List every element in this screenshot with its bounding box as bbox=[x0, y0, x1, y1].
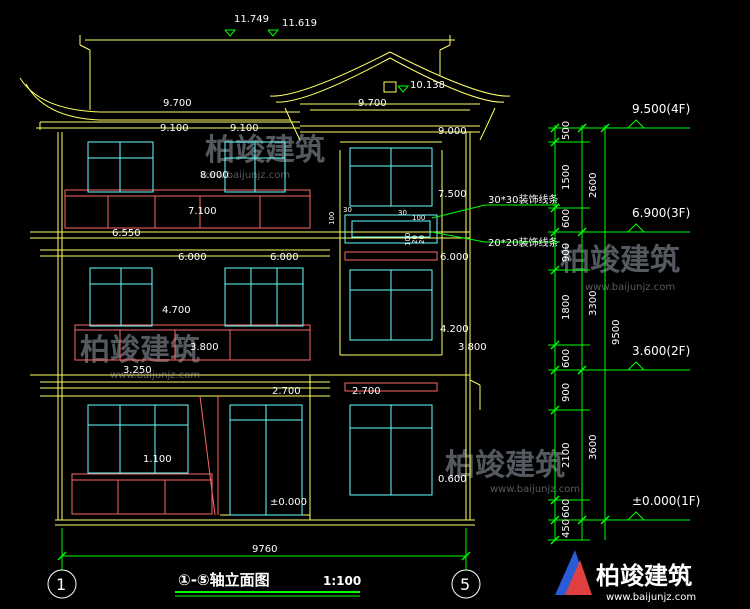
railings bbox=[64, 189, 438, 516]
svg-text:柏竣建筑: 柏竣建筑 bbox=[80, 333, 200, 368]
grid-bubble-5: 5 bbox=[451, 569, 481, 599]
svg-text:www.baijunjz.com: www.baijunjz.com bbox=[490, 484, 580, 495]
level-0600: 0.600 bbox=[438, 474, 467, 485]
svg-text:100: 100 bbox=[404, 233, 412, 246]
brand-logo: 柏竣建筑 www.baijunjz.com bbox=[555, 550, 696, 603]
svg-text:2100: 2100 bbox=[561, 443, 572, 468]
svg-text:柏竣建筑: 柏竣建筑 bbox=[445, 448, 565, 483]
vertical-dimension-labels: 500 1500 600 900 1800 600 900 2100 600 4… bbox=[561, 121, 622, 538]
drawing-title: ①-⑤轴立面图 1:100 bbox=[175, 571, 361, 597]
svg-text:600: 600 bbox=[561, 209, 572, 228]
level-4200: 4.200 bbox=[440, 324, 469, 335]
svg-text:900: 900 bbox=[561, 383, 572, 402]
svg-text:100: 100 bbox=[328, 212, 336, 225]
svg-text:900: 900 bbox=[561, 243, 572, 262]
svg-text:30: 30 bbox=[343, 206, 352, 214]
svg-text:1800: 1800 bbox=[561, 295, 572, 320]
total-width: 9760 bbox=[252, 544, 277, 555]
level-3250: 3.250 bbox=[123, 365, 152, 376]
level-10138: 10.138 bbox=[410, 80, 445, 91]
level-6550: 6.550 bbox=[112, 228, 141, 239]
windows bbox=[87, 141, 438, 516]
callout-trim-20: 20*20装饰线条 bbox=[488, 236, 558, 249]
floor-mark-4f: 9.500(4F) bbox=[632, 102, 690, 116]
svg-text:20: 20 bbox=[411, 235, 419, 244]
level-9700-left: 9.700 bbox=[163, 98, 192, 109]
svg-text:2600: 2600 bbox=[588, 173, 599, 198]
svg-text:100: 100 bbox=[412, 214, 425, 222]
level-1100: 1.100 bbox=[143, 454, 172, 465]
floor-mark-2f: 3.600(2F) bbox=[632, 344, 690, 358]
svg-text:5: 5 bbox=[460, 575, 470, 594]
level-11619: 11.619 bbox=[282, 18, 317, 29]
level-9100-b: 9.100 bbox=[230, 123, 259, 134]
roof bbox=[19, 35, 511, 141]
floor-mark-3f: 6.900(3F) bbox=[632, 206, 690, 220]
level-3800-a: 3.800 bbox=[190, 342, 219, 353]
level-9000: 9.000 bbox=[438, 126, 467, 137]
level-7500: 7.500 bbox=[438, 189, 467, 200]
level-2700-b: 2.700 bbox=[352, 386, 381, 397]
callouts: 30*30装饰线条 20*20装饰线条 100 30 30 100 100 20… bbox=[328, 193, 560, 249]
svg-text:3600: 3600 bbox=[588, 435, 599, 460]
svg-text:500: 500 bbox=[561, 121, 572, 140]
level-8000: 8.000 bbox=[200, 170, 229, 181]
level-3800-b: 3.800 bbox=[458, 342, 487, 353]
svg-text:www.baijunjz.com: www.baijunjz.com bbox=[200, 170, 290, 181]
title-scale: 1:100 bbox=[323, 574, 361, 588]
horizontal-dimension bbox=[57, 528, 471, 570]
level-0000: ±0.000 bbox=[270, 497, 307, 508]
elevation-labels: 11.749 11.619 10.138 9.700 9.700 9.100 9… bbox=[112, 14, 487, 508]
svg-text:600: 600 bbox=[561, 349, 572, 368]
level-6000-c: 6.000 bbox=[440, 252, 469, 263]
level-6000-b: 6.000 bbox=[270, 252, 299, 263]
level-4700: 4.700 bbox=[162, 305, 191, 316]
level-6000-a: 6.000 bbox=[178, 252, 207, 263]
svg-text:柏竣建筑: 柏竣建筑 bbox=[560, 243, 680, 278]
callout-trim-30: 30*30装饰线条 bbox=[488, 193, 558, 206]
svg-text:30: 30 bbox=[398, 209, 407, 217]
svg-text:9500: 9500 bbox=[611, 320, 622, 345]
svg-text:3300: 3300 bbox=[588, 291, 599, 316]
vertical-dimension-chain bbox=[548, 119, 690, 545]
svg-text:柏竣建筑: 柏竣建筑 bbox=[205, 133, 325, 168]
floor-marks: 9.500(4F) 6.900(3F) 3.600(2F) ±0.000(1F) bbox=[632, 102, 700, 508]
watermark-right: 柏竣建筑 www.baijunjz.com bbox=[560, 243, 680, 293]
level-7100: 7.100 bbox=[188, 206, 217, 217]
svg-text:www.baijunjz.com: www.baijunjz.com bbox=[585, 282, 675, 293]
floor-mark-1f: ±0.000(1F) bbox=[632, 494, 700, 508]
svg-text:1: 1 bbox=[56, 575, 66, 594]
grid-bubble-1: 1 bbox=[47, 569, 77, 599]
svg-text:450: 450 bbox=[561, 519, 572, 538]
watermark-bottom: 柏竣建筑 www.baijunjz.com bbox=[445, 448, 580, 495]
logo-brand: 柏竣建筑 bbox=[596, 562, 692, 590]
svg-text:600: 600 bbox=[561, 499, 572, 518]
level-11749: 11.749 bbox=[234, 14, 269, 25]
level-9700-right: 9.700 bbox=[358, 98, 387, 109]
walls bbox=[30, 132, 481, 526]
svg-text:1500: 1500 bbox=[561, 165, 572, 190]
title-text: ①-⑤轴立面图 bbox=[178, 571, 270, 589]
svg-text:20: 20 bbox=[418, 235, 426, 244]
logo-url: www.baijunjz.com bbox=[606, 592, 696, 603]
level-2700-a: 2.700 bbox=[272, 386, 301, 397]
level-9100-a: 9.100 bbox=[160, 123, 189, 134]
